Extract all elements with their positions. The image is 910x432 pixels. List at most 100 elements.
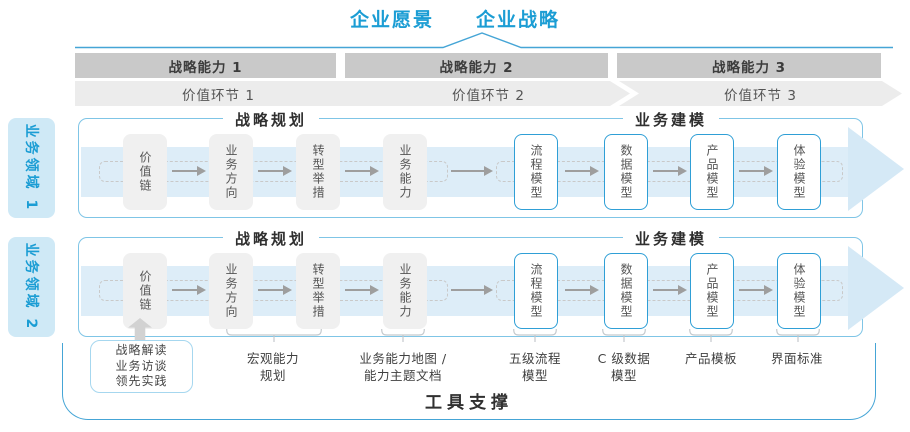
footnote-line: 五级流程 (508, 351, 561, 366)
flow-arrow-icon (565, 166, 599, 176)
footnote-data-model: C 级数据 模型 (554, 351, 694, 384)
footnote-line: 模型 (521, 367, 548, 383)
strategic-capability-2-label: 战略能力 2 (439, 59, 514, 76)
note-line: 战略解读 (115, 343, 168, 358)
stage-label: 转型举措 (311, 263, 325, 319)
vision-label: 企业愿景 (349, 9, 434, 31)
stage-label: 业务能力 (398, 144, 412, 200)
stage-label: 业务方向 (224, 263, 238, 319)
note-line: 领先实践 (115, 374, 168, 389)
stage-label: 体验模型 (792, 263, 806, 319)
strategic-capability-3-label: 战略能力 3 (711, 59, 787, 76)
strategic-capability-2: 战略能力 2 (345, 53, 608, 78)
value-link-2-label: 价值环节 2 (452, 87, 525, 104)
dashed-group-modeling (496, 280, 843, 301)
stage-transformation-initiative: 转型举措 (296, 253, 340, 329)
brace-icon (381, 329, 425, 342)
stage-label: 体验模型 (792, 144, 806, 200)
business-domain-1-label: 业务领域 1 (22, 123, 39, 213)
stage-product-model: 产品模型 (690, 253, 734, 329)
flow-arrow-icon (345, 285, 379, 295)
footnote-process-model: 五级流程 模型 (465, 351, 605, 384)
flow-arrow-icon (565, 285, 599, 295)
stage-label: 流程模型 (529, 144, 543, 200)
stage-label: 转型举措 (311, 144, 325, 200)
footnote-ui-standard: 界面标准 (727, 351, 867, 368)
business-domain-2-tab: 业务领域 2 (8, 237, 55, 337)
flow-arrow-icon (739, 166, 773, 176)
brace-icon (776, 329, 820, 342)
value-link-2: 价值环节 2 (347, 81, 630, 106)
tool-support-label: 工具支撑 (425, 393, 513, 413)
value-link-1: 价值环节 1 (75, 81, 376, 106)
tool-support-container: 工具支撑 (62, 343, 876, 420)
domain-1-flow-panel: 战略规划 业务建模 价值链 业务方向 转型举措 业务能力 流程模型 数据模型 产… (78, 109, 904, 218)
stage-business-direction: 业务方向 (209, 134, 253, 210)
strategic-capability-3: 战略能力 3 (617, 53, 881, 78)
domain-2-flow-panel: 战略规划 业务建模 价值链 业务方向 转型举措 业务能力 流程模型 数据模型 产… (78, 228, 904, 337)
brace-icon (602, 329, 646, 342)
stage-value-chain: 价值链 (123, 253, 167, 329)
section-header-strategic-planning: 战略规划 (222, 228, 320, 249)
dashed-group-modeling (496, 161, 843, 182)
stage-business-direction: 业务方向 (209, 253, 253, 329)
stage-label: 流程模型 (529, 263, 543, 319)
brace-icon (513, 329, 557, 342)
stage-label: 数据模型 (619, 144, 633, 200)
stage-data-model: 数据模型 (604, 253, 648, 329)
flow-arrow-icon (258, 285, 292, 295)
footnote-line: C 级数据 (597, 351, 651, 366)
business-domain-1-tab: 业务领域 1 (8, 118, 55, 218)
note-line: 业务访谈 (115, 358, 168, 373)
flow-arrow-icon (345, 166, 379, 176)
business-domain-2-label: 业务领域 2 (22, 242, 39, 332)
flow-arrow-icon (451, 285, 493, 295)
value-link-1-label: 价值环节 1 (182, 87, 255, 104)
brace-icon (226, 329, 322, 342)
footnote-macro-capability: 宏观能力 规划 (203, 351, 343, 384)
strategic-capability-1: 战略能力 1 (75, 53, 336, 78)
stage-transformation-initiative: 转型举措 (296, 134, 340, 210)
stage-label: 价值链 (138, 151, 152, 193)
flow-arrow-icon (172, 166, 206, 176)
stage-experience-model: 体验模型 (777, 134, 821, 210)
stage-label: 产品模型 (705, 263, 719, 319)
stage-label: 产品模型 (705, 144, 719, 200)
footnote-line: 业务能力地图 / (359, 351, 447, 366)
flow-band-arrowhead-icon (848, 246, 904, 330)
brace-icon (689, 329, 733, 342)
flow-band-arrowhead-icon (848, 127, 904, 211)
strategy-label: 企业战略 (476, 9, 561, 31)
stage-value-chain: 价值链 (123, 134, 167, 210)
stage-business-capability: 业务能力 (383, 253, 427, 329)
stage-label: 业务能力 (398, 263, 412, 319)
section-header-strategic-planning: 战略规划 (222, 109, 320, 130)
value-link-3: 价值环节 3 (619, 81, 902, 106)
footnote-line: 能力主题文档 (363, 367, 442, 383)
footnote-capability-map: 业务能力地图 / 能力主题文档 (333, 351, 473, 384)
vision-strategy-title: 企业愿景 企业战略 (0, 5, 910, 32)
stage-experience-model: 体验模型 (777, 253, 821, 329)
value-link-3-label: 价值环节 3 (724, 87, 797, 104)
stage-process-model: 流程模型 (514, 134, 558, 210)
stage-product-model: 产品模型 (690, 134, 734, 210)
flow-arrow-icon (258, 166, 292, 176)
flow-arrow-icon (451, 166, 493, 176)
section-header-business-modeling: 业务建模 (622, 109, 720, 130)
footnote-line: 界面标准 (770, 351, 823, 366)
flow-arrow-icon (653, 285, 687, 295)
footnote-line: 规划 (259, 367, 286, 383)
roof-line-icon (75, 32, 893, 49)
stage-label: 数据模型 (619, 263, 633, 319)
flow-arrow-icon (739, 285, 773, 295)
stage-data-model: 数据模型 (604, 134, 648, 210)
dashed-group-planning (99, 280, 448, 301)
dashed-group-planning (99, 161, 448, 182)
strategic-capability-1-label: 战略能力 1 (168, 59, 243, 76)
flow-arrow-icon (172, 285, 206, 295)
stage-label: 价值链 (138, 270, 152, 312)
stage-business-capability: 业务能力 (383, 134, 427, 210)
strategy-input-note: 战略解读 业务访谈 领先实践 (90, 340, 193, 393)
footnote-line: 模型 (610, 367, 637, 383)
